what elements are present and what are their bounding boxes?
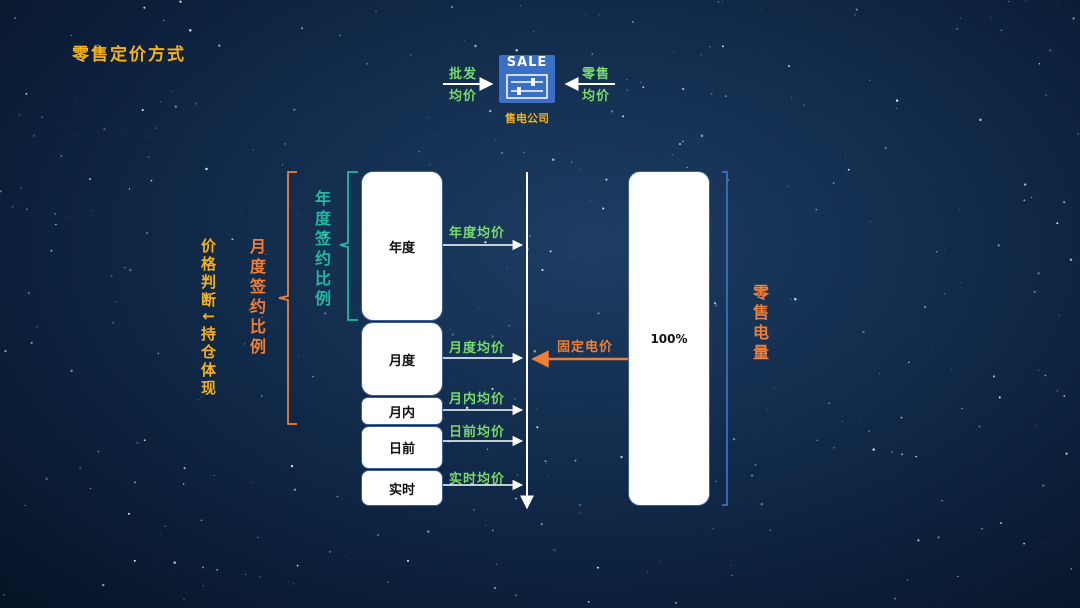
retail-volume-bracket (722, 171, 728, 506)
retail-volume-label: 零售电量 (750, 284, 769, 364)
page-title: 零售定价方式 (72, 45, 186, 65)
company-label: 售电公司 (505, 112, 549, 125)
day-ahead-box: 日前 (361, 426, 443, 469)
wholesale-avg-label: 批发 均价 (449, 64, 477, 108)
wholesale-label-line2: 均价 (449, 89, 478, 104)
monthly-ratio-brace (278, 171, 297, 425)
annual-box: 年度 (361, 171, 443, 321)
retail-label-line1: 零售 (582, 67, 611, 82)
sale-icon (499, 55, 555, 103)
annual-avg-label: 年度均价 (449, 226, 506, 241)
realtime-avg-label: 实时均价 (449, 472, 506, 487)
monthly-box: 月度 (361, 322, 443, 396)
annual-ratio-brace (339, 171, 358, 321)
retail-avg-label: 零售 均价 (582, 64, 610, 108)
retail-volume-box: 100% (628, 171, 710, 506)
monthly-avg-label: 月度均价 (449, 341, 506, 356)
realtime-box: 实时 (361, 470, 443, 506)
day-ahead-avg-label: 日前均价 (449, 425, 506, 440)
monthly-ratio-label: 月度签约比例 (247, 238, 266, 358)
price-judgement-label: 价格判断↓持仓体现 (199, 238, 217, 398)
sale-icon-text: SALE (506, 55, 548, 70)
fixed-price-label: 固定电价 (557, 340, 614, 355)
wholesale-label-line1: 批发 (449, 67, 478, 82)
annual-ratio-label: 年度签约比例 (312, 190, 331, 310)
intra-month-avg-label: 月内均价 (449, 392, 506, 407)
intra-month-box: 月内 (361, 397, 443, 425)
retail-label-line2: 均价 (582, 89, 611, 104)
